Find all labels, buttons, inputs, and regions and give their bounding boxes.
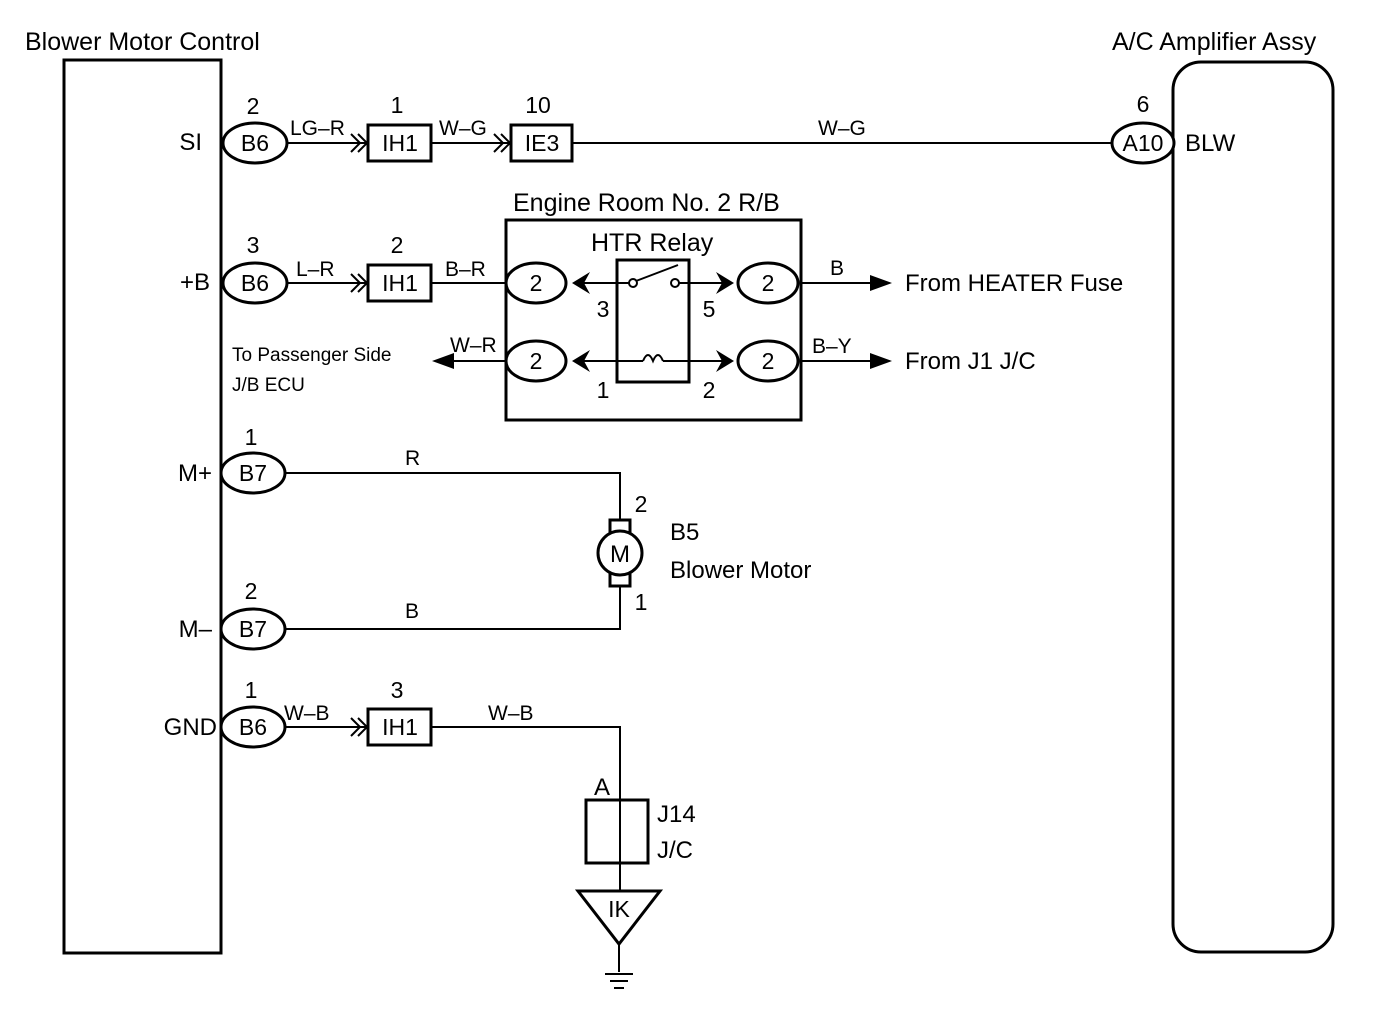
wire-gnd-w-b-1: W–B [284,702,330,725]
connector-b6-si-label: B6 [241,130,269,156]
ground-point-ik-label: IK [608,896,630,922]
connector-b6-b-label: B6 [241,270,269,296]
heater-arrow-icon [870,275,892,291]
rb-connector-bottom-right [736,339,800,383]
pin-b7-m-minus: 2 [245,578,258,604]
wire-b-l-r: L–R [296,258,335,281]
ac-amplifier-box [1171,60,1335,954]
rb-connector-top-right [736,261,800,305]
pin-ie3: 10 [525,92,551,118]
pin-ih1-gnd: 3 [391,677,404,703]
pin-relay-3: 3 [597,296,610,322]
pin-b6-si: 2 [247,93,260,119]
connector-ih1-gnd [366,707,433,747]
wire-si-w-g-1: W–G [439,117,487,140]
engine-room-rb-title: Engine Room No. 2 R/B [513,189,780,217]
connector-b6-b [221,261,289,305]
connector-ie3-label: IE3 [525,130,560,156]
wire-gnd-w-b-2: W–B [488,702,534,725]
j1-arrow-icon [870,353,892,369]
connector-a10-label: A10 [1123,130,1164,156]
ac-amplifier-title: A/C Amplifier Assy [1112,28,1317,56]
terminal-blw: BLW [1185,130,1236,157]
pin-ih1-si: 1 [391,92,404,118]
pin-relay-1: 1 [597,377,610,403]
pin-b7-m-plus: 1 [245,424,258,450]
connector-ih1-si [366,123,433,163]
connector-a10 [1110,121,1176,165]
connector-ih1-gnd-label: IH1 [382,714,418,740]
ground-symbol-icon [605,973,633,989]
rb-connector-top-right-label: 2 [762,270,775,296]
wire-b-b-r: B–R [445,258,486,281]
pin-b6-b: 3 [247,232,260,258]
pin-relay-5: 5 [703,296,716,322]
wire-si-lg-r: LG–R [290,117,345,140]
connector-b7-m-plus-label: B7 [239,460,267,486]
connector-b6-si [221,121,289,165]
pin-ih1-b: 2 [391,232,404,258]
ground-point-ik [574,889,664,947]
terminal-gnd: GND [164,714,217,741]
jb-ecu-label: J/B ECU [232,375,305,396]
wire-m-minus-b: B [405,600,419,623]
wire-si-w-g-2: W–G [818,117,866,140]
htr-relay-box [615,258,691,384]
j14-code: J14 [657,801,696,828]
blower-motor-icon [596,518,644,588]
connector-ih1-b-label: IH1 [382,270,418,296]
relay-switch-icon [635,264,679,282]
pin-relay-2: 2 [703,377,716,403]
connector-b7-m-minus-label: B7 [239,616,267,642]
connector-b6-gnd-label: B6 [239,714,267,740]
to-passenger-side-label: To Passenger Side [232,345,392,366]
wire-j1-b-y: B–Y [812,335,852,358]
connector-ih1-si-label: IH1 [382,130,418,156]
terminal-plus-b: +B [180,269,210,296]
wire-passenger-w-r: W–R [450,334,497,357]
wire-heater-b: B [830,257,844,280]
motor-code-b5: B5 [670,519,699,546]
j14-type: J/C [657,837,693,864]
rb-connector-top-left-label: 2 [530,270,543,296]
pin-motor-2: 2 [635,491,648,517]
wire-m-plus-r: R [405,447,420,470]
pin-motor-1: 1 [635,589,648,615]
terminal-si: SI [179,129,202,156]
blower-motor-control-title: Blower Motor Control [25,28,260,56]
blower-motor-control-box [62,58,223,955]
connector-ie3 [509,123,574,163]
motor-symbol: M [610,541,630,568]
motor-name: Blower Motor [670,557,811,584]
relay-coil-icon [642,354,664,364]
from-heater-fuse-label: From HEATER Fuse [905,270,1123,297]
passenger-arrow-icon [432,353,454,369]
terminal-m-minus: M– [179,616,213,643]
from-j1-jc-label: From J1 J/C [905,348,1036,375]
pin-a10: 6 [1137,91,1150,117]
pin-j14-a: A [594,774,610,801]
htr-relay-title: HTR Relay [591,229,714,257]
terminal-m-plus: M+ [178,460,212,487]
pin-b6-gnd: 1 [245,677,258,703]
connector-ih1-b [366,263,433,303]
junction-connector-j14 [584,798,650,865]
rb-connector-bottom-left-label: 2 [530,348,543,374]
rb-connector-bottom-right-label: 2 [762,348,775,374]
